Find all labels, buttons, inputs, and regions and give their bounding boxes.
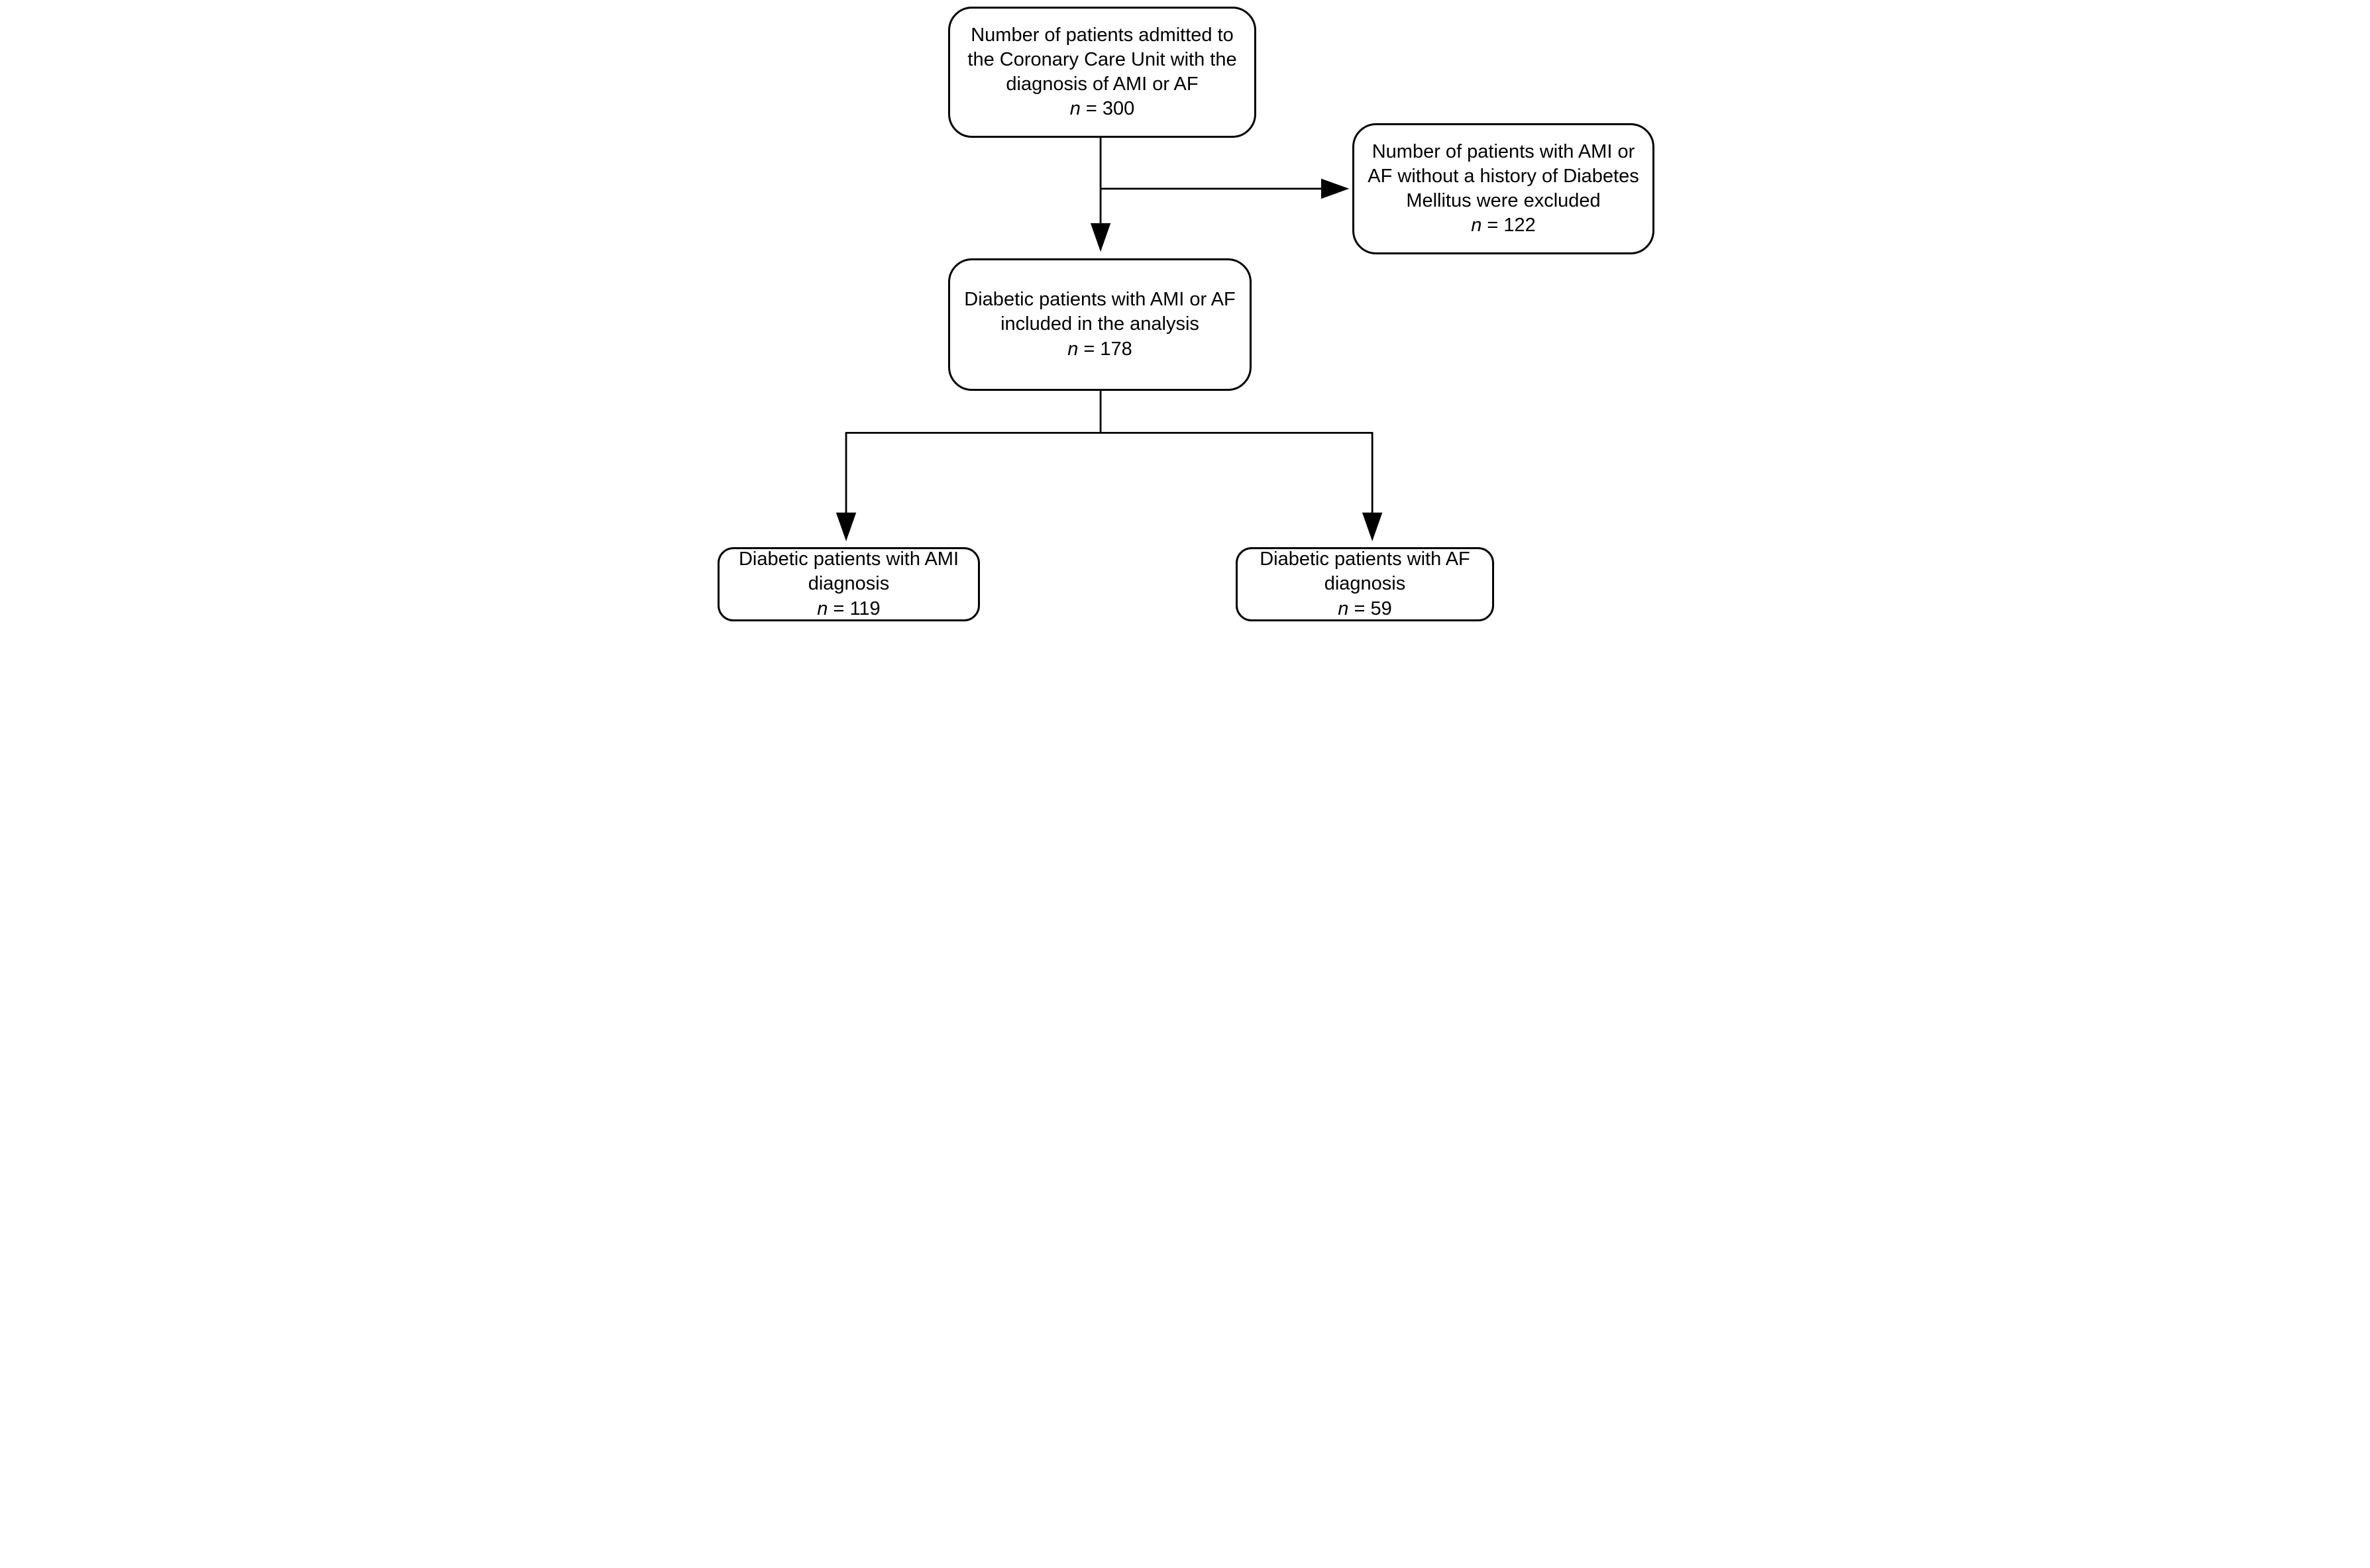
node-ami-line: Diabetic patients with AMI <box>738 549 959 570</box>
node-excluded-line: AF without a history of Diabetes <box>1368 165 1639 187</box>
node-admitted-box: Number of patients admitted to the Coron… <box>948 7 1256 138</box>
edge-included-split <box>846 391 1373 434</box>
node-af-line: Diabetic patients with AF <box>1260 549 1470 570</box>
node-excluded-line: Number of patients with AMI or <box>1372 140 1635 162</box>
flowchart-canvas: Number of patients admitted to the Coron… <box>711 0 1659 627</box>
node-excluded-box: Number of patients with AMI or AF withou… <box>1352 123 1654 254</box>
arrowhead-down-icon <box>835 512 857 541</box>
edge-included-to-ami <box>835 432 857 541</box>
node-included-text: Diabetic patients with AMI or AF include… <box>964 287 1235 361</box>
node-included-line: included in the analysis <box>1000 313 1199 335</box>
arrowhead-down-icon <box>1090 223 1111 252</box>
edge-admitted-to-included <box>1090 138 1111 252</box>
edge-included-to-af <box>1362 432 1383 541</box>
node-included-line: Diabetic patients with AMI or AF <box>964 289 1236 311</box>
node-admitted-text: Number of patients admitted to the Coron… <box>967 23 1236 121</box>
node-included-n-label: n = 178 <box>1067 338 1132 360</box>
arrowhead-down-icon <box>1362 512 1383 541</box>
edge-admitted-to-excluded <box>1101 178 1350 199</box>
node-excluded-n-label: n = 122 <box>1471 215 1536 236</box>
node-admitted-n-label: n = 300 <box>1069 98 1135 120</box>
node-included-box: Diabetic patients with AMI or AF include… <box>948 258 1252 391</box>
node-excluded-line: Mellitus were excluded <box>1406 190 1601 211</box>
node-admitted-line: Number of patients admitted to <box>971 24 1234 46</box>
connector-layer <box>835 138 1383 541</box>
node-ami-n-label: n = 119 <box>817 598 881 619</box>
node-af-box: Diabetic patients with AF diagnosis n = … <box>1236 547 1494 621</box>
node-af-n-label: n = 59 <box>1338 598 1392 619</box>
node-admitted-line: diagnosis of AMI or AF <box>1006 74 1199 95</box>
node-admitted-line: the Coronary Care Unit with the <box>967 48 1237 70</box>
node-af-text: Diabetic patients with AF diagnosis n = … <box>1260 547 1470 621</box>
node-ami-box: Diabetic patients with AMI diagnosis n =… <box>718 547 980 621</box>
arrowhead-right-icon <box>1320 178 1350 199</box>
node-af-line: diagnosis <box>1324 573 1406 595</box>
node-ami-text: Diabetic patients with AMI diagnosis n =… <box>739 547 959 621</box>
node-excluded-text: Number of patients with AMI or AF withou… <box>1368 140 1639 238</box>
node-ami-line: diagnosis <box>808 573 890 595</box>
